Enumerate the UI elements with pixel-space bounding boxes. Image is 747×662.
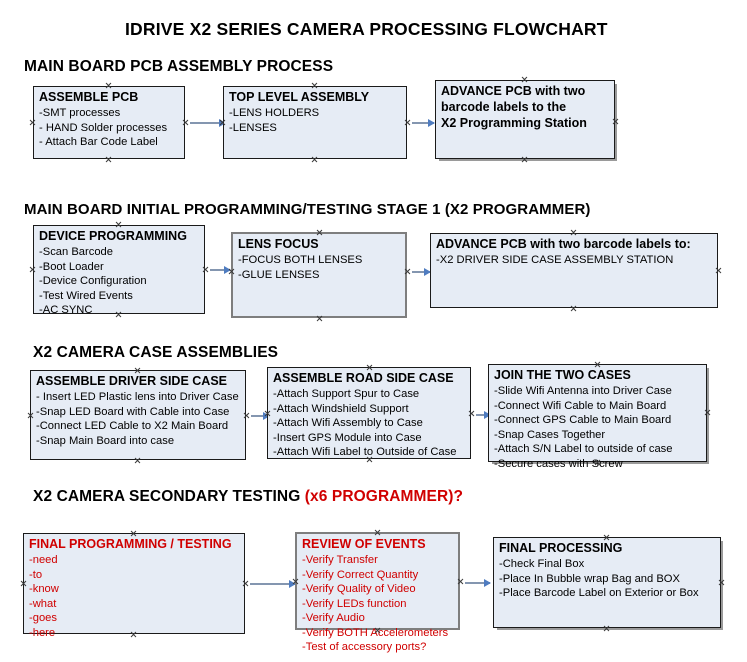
node-title-line3: X2 Programming Station: [441, 116, 587, 130]
node-line: -Device Configuration: [39, 275, 147, 287]
section-heading-3: X2 CAMERA CASE ASSEMBLIES: [33, 344, 279, 361]
node-line: -Attach Support Spur to Case: [273, 388, 420, 400]
connector-arrow: [412, 119, 435, 127]
connector-arrow: [412, 268, 431, 276]
node-review-of-events[interactable]: REVIEW OF EVENTS -Verify Transfer -Verif…: [295, 532, 460, 653]
node-line: -LENS HOLDERS: [229, 107, 320, 119]
node-lens-focus[interactable]: LENS FOCUS -FOCUS BOTH LENSES -GLUE LENS…: [231, 232, 407, 318]
node-title-line2: barcode labels to the: [441, 100, 567, 114]
connector-arrow: [210, 266, 231, 274]
node-line: -GLUE LENSES: [238, 268, 320, 281]
node-line: -Snap LED Board with Cable into Case: [36, 405, 230, 418]
node-line: -need: [29, 554, 58, 566]
node-final-programming-testing[interactable]: FINAL PROGRAMMING / TESTING -need -to -k…: [23, 533, 245, 639]
node-line: -here: [29, 626, 56, 639]
node-line: -Verify LEDs function: [302, 597, 407, 610]
section-heading-4-main: X2 CAMERA SECONDARY TESTING: [33, 488, 305, 505]
node-line: -to: [29, 568, 43, 581]
node-line: -Place In Bubble wrap Bag and BOX: [499, 572, 680, 585]
node-title: TOP LEVEL ASSEMBLY: [229, 90, 370, 104]
page-title: IDRIVE X2 SERIES CAMERA PROCESSING FLOWC…: [125, 19, 608, 39]
node-title: ADVANCE PCB with two barcode labels to:: [436, 237, 691, 251]
section-heading-4: X2 CAMERA SECONDARY TESTING (x6 PROGRAMM…: [33, 488, 463, 506]
node-final-processing[interactable]: FINAL PROCESSING -Check Final Box -Place…: [493, 537, 721, 628]
node-advance-pcb-driver-side[interactable]: ADVANCE PCB with two barcode labels to: …: [430, 233, 718, 308]
node-line: -AC SYNC: [39, 304, 93, 316]
node-line: -Slide Wifi Antenna into Driver Case: [494, 385, 672, 397]
node-line: -what: [29, 597, 57, 610]
node-line: -LENSES: [229, 121, 277, 134]
node-advance-pcb-programming-station[interactable]: ADVANCE PCB with two barcode labels to t…: [435, 80, 615, 159]
node-line: -X2 DRIVER SIDE CASE ASSEMBLY STATION: [436, 254, 674, 266]
node-line: - Insert LED Plastic lens into Driver Ca…: [36, 391, 239, 403]
connector-arrow: [250, 580, 296, 588]
node-line: -Check Final Box: [499, 558, 585, 570]
node-line: -Attach Windshield Support: [273, 402, 409, 415]
section-heading-1: MAIN BOARD PCB ASSEMBLY PROCESS: [24, 58, 334, 75]
section-heading-2: MAIN BOARD INITIAL PROGRAMMING/TESTING S…: [24, 201, 591, 218]
node-line: -FOCUS BOTH LENSES: [238, 254, 363, 266]
node-title: FINAL PROCESSING: [499, 541, 623, 555]
node-title: ADVANCE PCB with two: [441, 84, 586, 98]
connector-arrow: [476, 411, 491, 419]
node-line: -Attach S/N Label to outside of case: [494, 443, 673, 455]
node-line: -Secure cases with Screw: [494, 457, 623, 470]
node-device-programming[interactable]: DEVICE PROGRAMMING -Scan Barcode -Boot L…: [33, 225, 205, 316]
node-line: - HAND Solder processes: [39, 121, 168, 134]
node-line: -Verify Audio: [302, 612, 365, 624]
node-assemble-pcb[interactable]: ASSEMBLE PCB -SMT processes - HAND Solde…: [33, 86, 185, 159]
connector-arrow: [190, 119, 226, 127]
node-line: -Verify Correct Quantity: [302, 568, 419, 581]
node-title: LENS FOCUS: [238, 237, 319, 251]
node-title: REVIEW OF EVENTS: [302, 537, 426, 551]
node-line: -Attach Wifi Assembly to Case: [273, 417, 423, 429]
node-title: ASSEMBLE DRIVER SIDE CASE: [36, 374, 228, 388]
node-assemble-driver-side-case[interactable]: ASSEMBLE DRIVER SIDE CASE - Insert LED P…: [30, 370, 246, 460]
node-line: -Boot Loader: [39, 260, 104, 273]
connector-arrow: [251, 412, 270, 420]
node-line: -Place Barcode Label on Exterior or Box: [499, 587, 699, 599]
node-line: -Snap Cases Together: [494, 428, 606, 441]
node-line: -Connect LED Cable to X2 Main Board: [36, 420, 229, 432]
node-title: ASSEMBLE ROAD SIDE CASE: [273, 371, 454, 385]
node-title: JOIN THE TWO CASES: [494, 368, 631, 382]
node-line: -Verify Quality of Video: [302, 583, 416, 595]
node-assemble-road-side-case[interactable]: ASSEMBLE ROAD SIDE CASE -Attach Support …: [267, 367, 471, 459]
node-line: -goes: [29, 612, 57, 624]
node-line: -Test Wired Events: [39, 289, 133, 302]
node-line: -Scan Barcode: [39, 246, 114, 258]
connector-arrow: [465, 579, 491, 587]
node-line: -Connect GPS Cable to Main Board: [494, 414, 672, 426]
section-heading-4-accent: (x6 PROGRAMMER)?: [304, 488, 464, 505]
node-line: -Attach Wifi Label to Outside of Case: [273, 446, 457, 458]
node-line: -Verify Transfer: [302, 554, 378, 566]
node-line: -Verify BOTH Accelerometers: [302, 626, 449, 639]
node-line: -Insert GPS Module into Case: [273, 431, 422, 444]
node-line-overflow: -Test of accessory ports?: [302, 641, 427, 653]
node-line: -know: [29, 583, 59, 595]
node-line: -SMT processes: [39, 107, 121, 119]
node-line: - Attach Bar Code Label: [39, 136, 158, 148]
node-top-level-assembly[interactable]: TOP LEVEL ASSEMBLY -LENS HOLDERS -LENSES: [223, 86, 407, 159]
node-title: ASSEMBLE PCB: [39, 90, 139, 104]
node-title: DEVICE PROGRAMMING: [39, 229, 187, 243]
node-line: -Snap Main Board into case: [36, 434, 175, 447]
node-line: -Connect Wifi Cable to Main Board: [494, 399, 667, 412]
node-title: FINAL PROGRAMMING / TESTING: [29, 537, 232, 551]
node-join-the-two-cases[interactable]: JOIN THE TWO CASES -Slide Wifi Antenna i…: [488, 364, 707, 470]
